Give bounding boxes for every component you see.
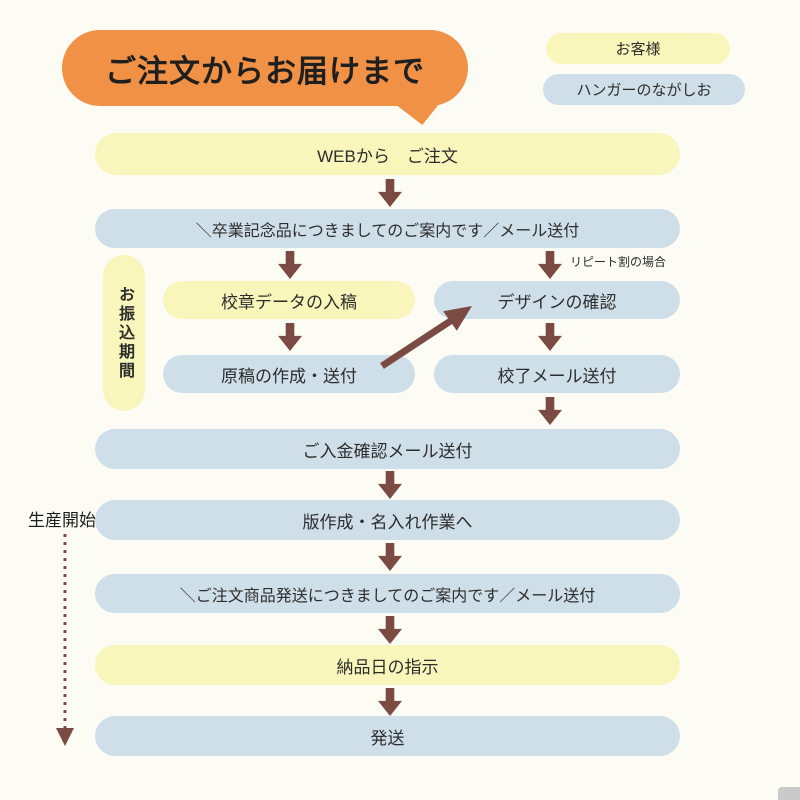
title-bubble: ご注文からお届けまで bbox=[62, 30, 468, 125]
production-start-label: 生産開始 bbox=[28, 511, 96, 530]
arrow-down-icon bbox=[538, 251, 562, 279]
step-payment-confirm-mail: ご入金確認メール送付 bbox=[95, 429, 680, 469]
legend-customer-pill: お客様 bbox=[546, 33, 730, 64]
step-plate-naming: 版作成・名入れ作業へ bbox=[95, 500, 680, 540]
step-emblem-data: 校章データの入稿 bbox=[163, 281, 415, 319]
step-proof-mail: 校了メール送付 bbox=[434, 355, 680, 393]
arrow-down-icon bbox=[378, 471, 402, 499]
arrow-down-icon bbox=[378, 688, 402, 716]
page-title: ご注文からお届けまで bbox=[105, 53, 425, 89]
diagonal-arrow-icon bbox=[380, 306, 472, 369]
step-draft-create: 原稿の作成・送付 bbox=[163, 355, 415, 393]
step-transfer-period: お振込期間 bbox=[103, 255, 145, 411]
step-shipping: 発送 bbox=[95, 716, 680, 756]
step-ship-notice-mail: ＼ご注文商品発送につきましてのご案内です／メール送付 bbox=[95, 574, 680, 613]
arrow-down-icon bbox=[378, 179, 402, 207]
step-delivery-date: 納品日の指示 bbox=[95, 645, 680, 685]
arrow-down-icon bbox=[278, 251, 302, 279]
arrow-down-icon bbox=[538, 397, 562, 425]
arrow-down-icon bbox=[278, 323, 302, 351]
step-design-check: デザインの確認 bbox=[434, 281, 680, 319]
corner-fragment bbox=[778, 787, 800, 800]
step-web-order: WEBから ご注文 bbox=[95, 133, 680, 175]
legend-company-pill: ハンガーのながしお bbox=[543, 74, 745, 105]
arrow-down-icon bbox=[538, 323, 562, 351]
arrow-down-icon bbox=[378, 543, 402, 571]
arrow-down-icon bbox=[378, 616, 402, 644]
dotted-arrow-down-icon bbox=[56, 534, 74, 746]
repeat-discount-note: リピート割の場合 bbox=[570, 255, 667, 269]
step-intro-mail: ＼卒業記念品につきましてのご案内です／メール送付 bbox=[95, 209, 680, 248]
speech-bubble-tail-icon bbox=[395, 104, 439, 125]
